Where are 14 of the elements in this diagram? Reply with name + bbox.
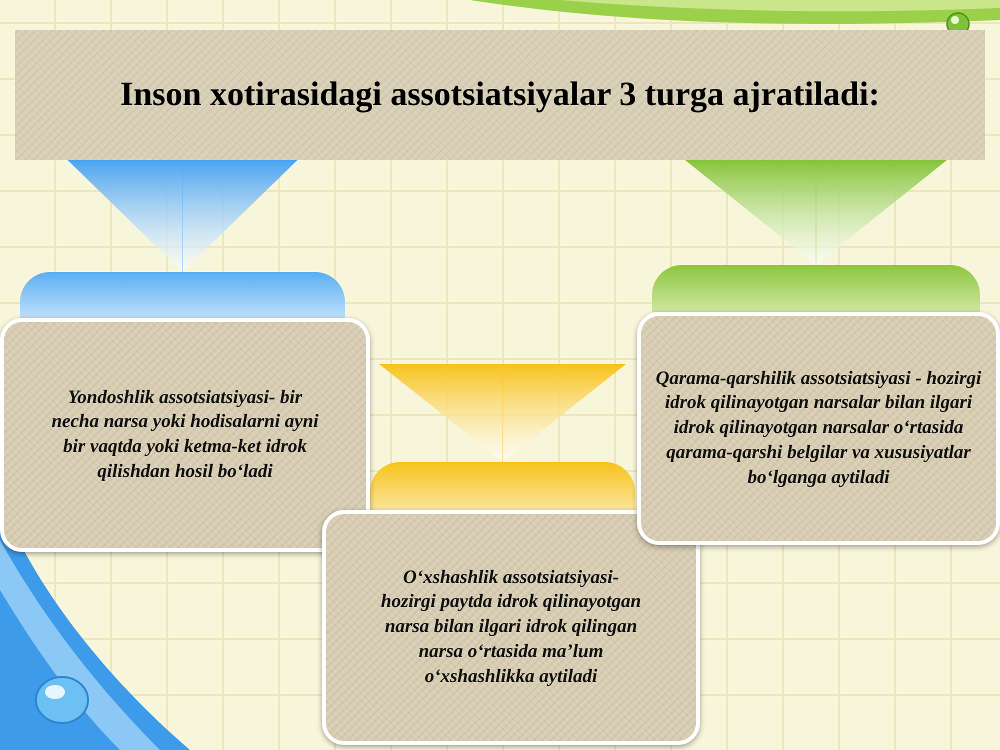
description-text: Yondoshlik assotsiatsiyasi- bir necha narsa yoki hodisalarni ayni bir vaqtda yoki ketma-ket idrok qilishdan hosil bo‘ladi: [50, 386, 320, 484]
card-tab: [20, 272, 345, 318]
funnel-arrow: [685, 160, 947, 266]
description-text: Qarama-qarshilik assotsiatsiyasi - hozirgi idrok qilinayotgan narsalar bilan ilgari idrok qilinayotgan narsalar o‘rtasida qarama-qarshi belgilar va xususiyatlar bo‘lganga aytiladi: [654, 366, 982, 490]
card-tab: [652, 265, 980, 312]
funnel-arrow: [379, 364, 626, 462]
funnel-arrow: [68, 160, 298, 272]
title-text: Inson xotirasidagi assotsiatsiyalar 3 turga ajratiladi:: [120, 76, 880, 114]
text-card: [637, 312, 1000, 545]
description-text: O‘xshashlik assotsiatsiyasi- hozirgi paytda idrok qilinayotgan narsa bilan ilgari idrok qilingan narsa o‘rtasida ma’lum o‘xshashlikka aytiladi: [380, 566, 642, 689]
title-banner: [15, 30, 985, 160]
text-card: [322, 510, 700, 745]
card-tab: [370, 462, 635, 510]
text-card: [0, 318, 370, 552]
